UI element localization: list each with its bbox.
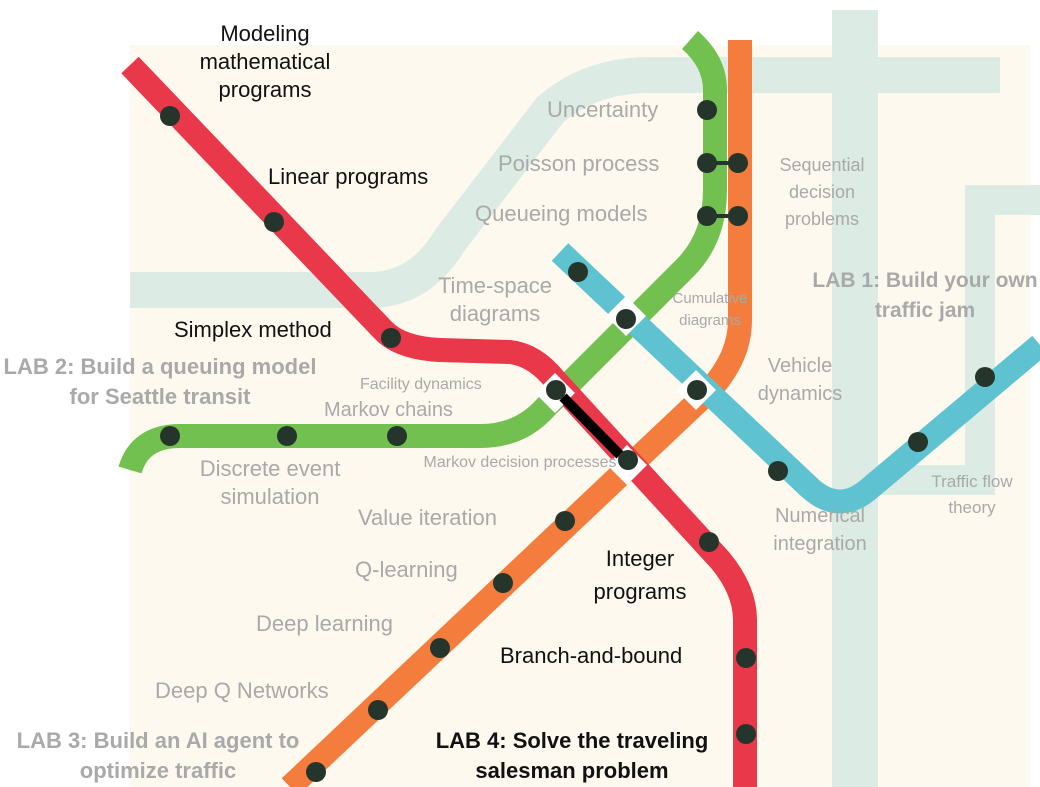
label-deep-q: Deep Q Networks — [155, 678, 329, 703]
stop-lab3[interactable] — [306, 762, 326, 782]
label-markov-decision: Markov decision processes — [423, 454, 617, 471]
label-discrete-event: Discrete event simulation — [199, 456, 341, 509]
stop-queueing-models[interactable] — [697, 206, 717, 226]
blue-line — [551, 243, 1040, 514]
stop-facility-dynamics[interactable] — [546, 380, 566, 400]
transfer-segment — [559, 393, 624, 459]
label-branch-and-bound: Branch-and-bound — [500, 643, 683, 668]
label-poisson-process: Poisson process — [498, 151, 660, 176]
label-uncertainty: Uncertainty — [547, 97, 659, 122]
label-modeling: Modeling mathematical programs — [199, 21, 331, 102]
stop-integer-programs[interactable] — [699, 532, 719, 552]
stop-sequential-1[interactable] — [728, 153, 748, 173]
stop-traffic-flow[interactable] — [908, 432, 928, 452]
stop-markov-chains[interactable] — [387, 426, 407, 446]
stop-sequential-2[interactable] — [728, 206, 748, 226]
stop-branch-and-bound[interactable] — [736, 648, 756, 668]
faint-background-line — [870, 185, 1040, 495]
label-lab4: LAB 4: Solve the traveling salesman prob… — [435, 728, 709, 783]
stop-lab1[interactable] — [975, 367, 995, 387]
stop-linear-programs[interactable] — [264, 212, 284, 232]
label-time-space: Time-space diagrams — [437, 273, 553, 326]
label-traffic-flow: Traffic flow theory — [931, 472, 1013, 517]
red-line — [121, 56, 757, 787]
stop-modeling[interactable] — [160, 106, 180, 126]
label-markov-chains: Markov chains — [324, 399, 453, 421]
stop-discrete-event-2[interactable] — [277, 426, 297, 446]
label-q-learning: Q-learning — [355, 557, 458, 582]
label-value-iteration: Value iteration — [358, 505, 498, 530]
stop-deep-learning[interactable] — [430, 638, 450, 658]
label-lab1: LAB 1: Build your own traffic jam — [812, 269, 1038, 322]
label-deep-learning: Deep learning — [256, 611, 393, 636]
stop-markov-decision[interactable] — [618, 450, 638, 470]
stop-numerical-integration[interactable] — [768, 461, 788, 481]
stop-uncertainty[interactable] — [697, 100, 717, 120]
label-vehicle-dynamics: Vehicle dynamics — [757, 355, 843, 405]
stop-simplex-method[interactable] — [381, 328, 401, 348]
faint-background-line — [130, 57, 1000, 308]
stop-value-iteration[interactable] — [555, 511, 575, 531]
stop-cumulative[interactable] — [616, 309, 636, 329]
label-cumulative: Cumulative diagrams — [672, 290, 748, 329]
stop-deep-q[interactable] — [368, 700, 388, 720]
stop-vehicle-dynamics[interactable] — [687, 380, 707, 400]
stop-q-learning[interactable] — [493, 573, 513, 593]
label-simplex-method: Simplex method — [174, 317, 332, 342]
label-integer-programs: Integer programs — [593, 546, 687, 604]
label-facility-dynamics: Facility dynamics — [360, 376, 482, 393]
label-numerical-integration: Numerical integration — [773, 505, 867, 555]
stop-poisson-process[interactable] — [697, 153, 717, 173]
label-linear-programs: Linear programs — [268, 164, 429, 189]
label-queueing-models: Queueing models — [475, 201, 648, 226]
stop-blue-start[interactable] — [568, 262, 588, 282]
label-sequential-decision: Sequential decision problems — [779, 155, 865, 229]
stop-lab4[interactable] — [736, 724, 756, 744]
label-lab2: LAB 2: Build a queuing model for Seattle… — [3, 354, 317, 409]
stop-lab2[interactable] — [160, 426, 180, 446]
label-lab3: LAB 3: Build an AI agent to optimize tra… — [16, 728, 300, 783]
